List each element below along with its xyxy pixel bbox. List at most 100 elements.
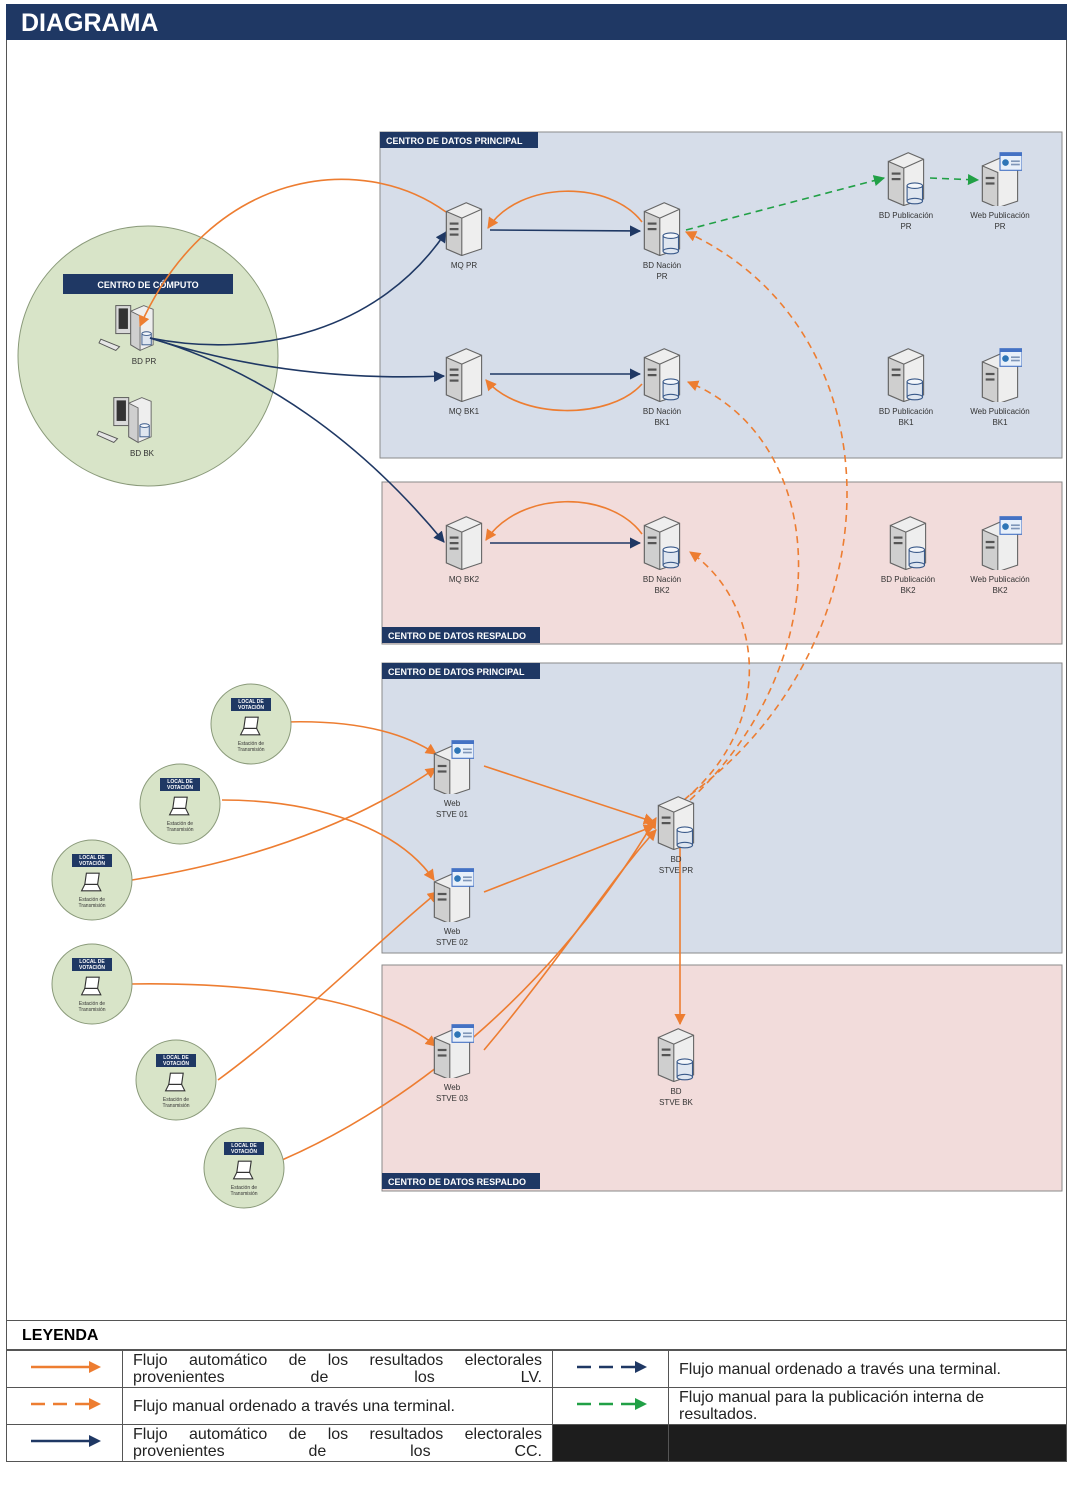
legend-text: Flujo manual ordenado a través una termi… [668,1350,1067,1388]
legend-symbol-orange-solid [6,1350,123,1388]
orange-solid-arrow-icon [30,1360,101,1373]
database-server-icon [657,1028,695,1082]
node-label: BD [670,1087,681,1096]
node-label: Web [444,1083,461,1092]
local-label: Estación de [238,741,264,747]
node-label: BD Nación [643,261,681,270]
stve-to-bd-nacion-bk1-flow [686,380,800,801]
node-label: BD Publicación [879,407,933,416]
local-title: VOTACIÓN [231,1147,257,1155]
zone-title-bar [382,663,540,679]
node-label: BD PR [132,357,157,366]
mq-pr-to-cc-flow [139,178,447,328]
zone-title: CENTRO DE DATOS RESPALDO [388,1177,526,1187]
local-title: VOTACIÓN [79,963,105,971]
node-label: STVE 01 [436,810,469,819]
server-icon [445,202,483,256]
legend-empty-cell [668,1424,1067,1462]
page-header: DIAGRAMA [6,4,1067,40]
zone-title-bar [380,132,538,148]
green-dashed-arrow-icon [576,1397,647,1410]
page-title: DIAGRAMA [21,9,159,37]
database-server-icon [889,516,927,570]
local-title: LOCAL DE [163,1055,189,1061]
local-label: Transmisión [78,1007,105,1013]
local-title: LOCAL DE [231,1143,257,1149]
local-title: LOCAL DE [167,779,193,785]
legend-heading-text: LEYENDA [22,1327,99,1344]
bd-nacion-pr-to-mq-flow [487,190,643,229]
node-label: BK2 [900,586,916,595]
legend-text: Flujo manual ordenado a través una termi… [122,1387,553,1425]
legend-symbol-navy-solid [6,1424,123,1462]
zone-title: CENTRO DE DATOS RESPALDO [388,631,526,641]
datacenter-zone [381,481,1063,645]
bd-nacion-bk1-to-mq-flow [485,379,643,412]
legend-row: Flujo manual ordenado a través una termi… [6,1387,1067,1425]
zone-title: CENTRO DE DATOS PRINCIPAL [388,667,525,677]
local-label: Transmisión [237,747,264,753]
zone-title-bar [382,627,540,643]
web02-to-bd-stve-flow [483,824,656,893]
node-label: BK2 [992,586,1008,595]
node-label: BD BK [130,449,155,458]
node-label: PR [994,222,1005,231]
zone-title-bar [382,1173,540,1189]
datacenter-zone [381,964,1063,1192]
stve-to-bd-nacion-bk2-flow [683,551,751,801]
database-server-icon [657,796,695,850]
diagram-frame [6,40,1067,1320]
local-title: VOTACIÓN [167,783,193,791]
node-label: PR [656,272,667,281]
lv5-to-web02-flow [217,891,439,1081]
node-label: STVE PR [659,866,693,875]
local-label: Transmisión [230,1191,257,1197]
database-server-icon [643,202,681,256]
computo-title-bar [63,274,233,294]
cc-to-mq-bk2-flow [149,337,445,543]
node-label: STVE 03 [436,1094,469,1103]
node-label: STVE 02 [436,938,469,947]
stve-to-bd-nacion-pr-flow [684,231,848,796]
datacenter-zone [381,662,1063,954]
node-label: Web Publicación [970,575,1029,584]
node-label: MQ BK2 [449,575,480,584]
bd-nacion-to-publicacion-flow [685,175,886,231]
database-server-icon [643,516,681,570]
lv2-to-web02-flow [221,799,435,881]
legend-symbol-navy-dashed [552,1350,669,1388]
network-diagram: CENTRO DE DATOS PRINCIPAL CENTRO DE DATOS… [17,131,1063,1209]
local-label: Estación de [163,1097,189,1103]
legend-symbol-orange-dashed [6,1387,123,1425]
node-label: Web [444,927,461,936]
lv4-to-web03-flow [129,983,437,1047]
computo-title: CENTRO DE CÓMPUTO [97,279,198,290]
node-label: Web Publicación [970,407,1029,416]
local-title: VOTACIÓN [79,859,105,867]
server-icon [445,516,483,570]
legend-empty-cell [552,1424,669,1462]
navy-solid-arrow-icon [30,1434,101,1447]
server-icon [445,348,483,402]
web01-to-bd-stve-flow [483,765,656,825]
local-title-bar [72,958,112,971]
local-title-bar [160,778,200,791]
node-label: PR [900,222,911,231]
node-label: Web [444,799,461,808]
legend-row: Flujo automático de los resultados elect… [6,1350,1067,1388]
orange-dashed-arrow-icon [30,1397,101,1410]
local-label: Transmisión [162,1103,189,1109]
local-title-bar [231,698,271,711]
computo-center-circle [17,225,279,487]
local-title: VOTACIÓN [238,703,264,711]
local-label: Transmisión [166,827,193,833]
local-label: Estación de [231,1185,257,1191]
node-label: Web Publicación [970,211,1029,220]
local-label: Estación de [79,897,105,903]
cc-to-mq-pr-flow [149,231,447,346]
local-label: Estación de [79,1001,105,1007]
node-label: BK1 [898,418,914,427]
legend-text: Flujo automático de los resultados elect… [122,1350,553,1388]
legend-row: Flujo automático de los resultados elect… [6,1424,1067,1462]
node-label: BK1 [654,418,670,427]
